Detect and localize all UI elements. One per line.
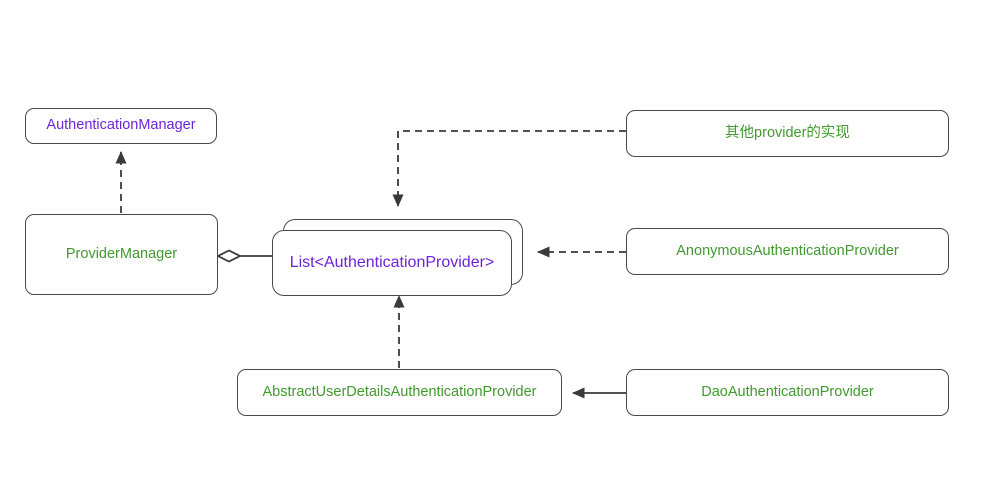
node-abstract-user-details-authentication-provider[interactable]: AbstractUserDetailsAuthenticationProvide… bbox=[237, 369, 562, 416]
node-dao-authentication-provider[interactable]: DaoAuthenticationProvider bbox=[626, 369, 949, 416]
node-list-authentication-provider[interactable]: List<AuthenticationProvider> bbox=[272, 219, 523, 296]
node-dao-authentication-provider-label: DaoAuthenticationProvider bbox=[701, 383, 874, 400]
node-other-provider-impl[interactable]: 其他provider的实现 bbox=[626, 110, 949, 157]
node-anonymous-authentication-provider-label: AnonymousAuthenticationProvider bbox=[676, 242, 899, 259]
node-provider-manager[interactable]: ProviderManager bbox=[25, 214, 218, 295]
node-authentication-manager[interactable]: AuthenticationManager bbox=[25, 108, 217, 144]
edge-provider-manager-aggregates-list bbox=[215, 249, 272, 263]
node-other-provider-impl-label: 其他provider的实现 bbox=[725, 124, 850, 141]
node-anonymous-authentication-provider[interactable]: AnonymousAuthenticationProvider bbox=[626, 228, 949, 275]
node-authentication-manager-label: AuthenticationManager bbox=[46, 117, 196, 134]
stack-front-layer: List<AuthenticationProvider> bbox=[272, 230, 512, 296]
aggregation-diamond bbox=[215, 249, 243, 263]
node-list-authentication-provider-label: List<AuthenticationProvider> bbox=[289, 254, 495, 271]
node-abstract-user-details-authentication-provider-label: AbstractUserDetailsAuthenticationProvide… bbox=[262, 383, 537, 400]
node-provider-manager-label: ProviderManager bbox=[65, 245, 178, 262]
edge-other-provider-impl-implements-list bbox=[392, 130, 626, 208]
